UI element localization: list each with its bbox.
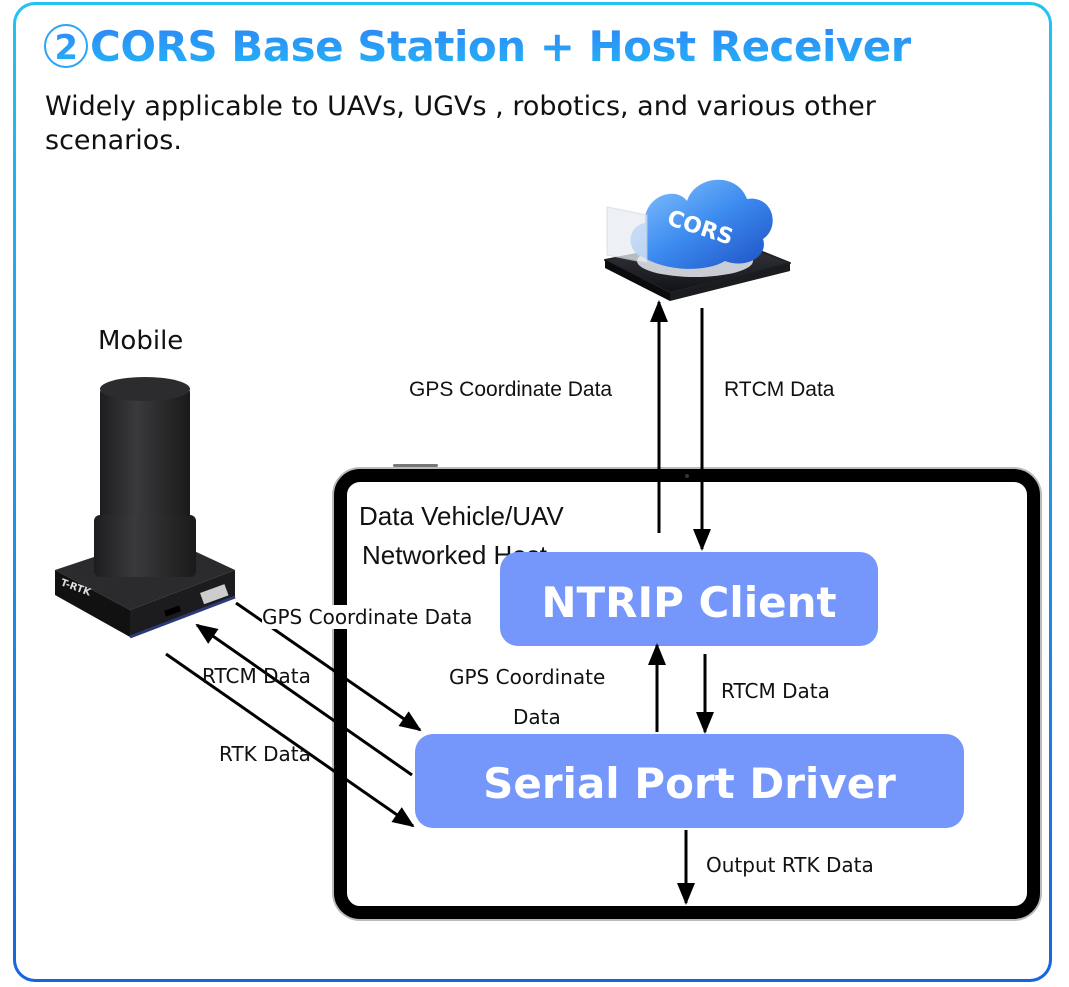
ntrip-client-box: NTRIP Client	[500, 552, 878, 646]
mobile-label: Mobile	[98, 326, 184, 356]
mobile-rtk-device-icon: T-RTK	[55, 377, 236, 639]
internal-gps-label-line1: GPS Coordinate	[449, 665, 606, 689]
tablet-camera	[685, 474, 689, 478]
host-title-line1: Data Vehicle/UAV	[359, 501, 564, 531]
mobile-gps-label: GPS Coordinate Data	[262, 605, 473, 629]
serial-port-driver-box: Serial Port Driver	[415, 734, 964, 828]
page-subtitle: Widely applicable to UAVs, UGVs , roboti…	[45, 91, 876, 156]
mobile-rtcm-label: RTCM Data	[202, 664, 311, 688]
tablet-side-button	[393, 464, 438, 467]
mobile-rtk-label: RTK Data	[219, 742, 311, 766]
output-rtk-label: Output RTK Data	[706, 853, 874, 877]
cors-uplink-label: GPS Coordinate Data	[409, 378, 613, 401]
internal-gps-label-line2: Data	[513, 705, 561, 729]
cors-cloud-icon: CORS	[604, 179, 791, 301]
title-text: CORS Base Station + Host Receiver	[90, 22, 911, 71]
internal-rtcm-label: RTCM Data	[721, 679, 830, 703]
cors-downlink-label: RTCM Data	[724, 378, 835, 401]
step-number-badge: 2	[44, 24, 88, 68]
